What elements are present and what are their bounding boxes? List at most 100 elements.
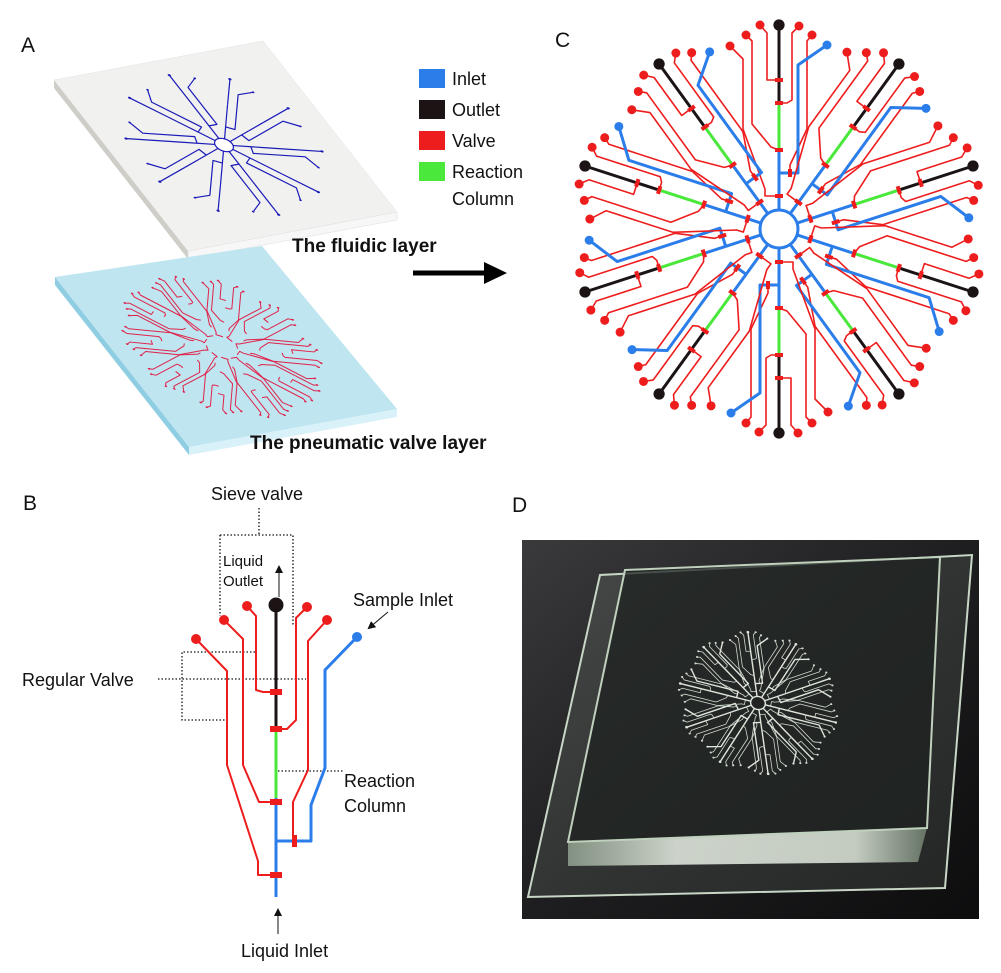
chip-unit — [128, 88, 215, 149]
reaction-column — [724, 668, 736, 682]
inlet-channel — [685, 703, 739, 716]
valve-control-line — [682, 676, 711, 692]
outlet-channel — [153, 168, 190, 182]
valve-port — [147, 367, 151, 370]
valve-control-line — [770, 699, 832, 708]
inlet-channel — [248, 138, 318, 176]
valve-port — [794, 21, 804, 31]
valve-port — [286, 410, 289, 412]
valve-port — [706, 401, 716, 411]
inlet-port — [146, 88, 149, 91]
valve-control-line — [202, 371, 252, 412]
chip-unit — [765, 699, 839, 738]
valve — [807, 214, 814, 224]
inlet-channel — [209, 151, 237, 170]
valve-port — [799, 762, 802, 765]
reaction-column — [752, 659, 754, 675]
valve — [807, 234, 814, 244]
valve-port — [130, 292, 134, 295]
reaction-column — [854, 190, 899, 205]
valve-port — [304, 400, 307, 403]
valve-control-line — [790, 35, 812, 173]
valve-port — [779, 768, 782, 771]
legend-label-inlet: Inlet — [452, 69, 486, 89]
outlet-port — [316, 190, 320, 194]
valve-control-line — [290, 346, 318, 355]
valve — [775, 306, 783, 310]
outlet-port — [794, 642, 798, 646]
valve-control-line — [235, 344, 315, 386]
valve-control-line — [592, 147, 662, 190]
valve-port — [182, 391, 186, 393]
liquid-outlet-label: Liquid — [223, 553, 263, 570]
valve-port — [825, 671, 828, 674]
chip-unit — [233, 141, 320, 202]
valve — [700, 248, 708, 258]
chip-unit — [214, 107, 302, 144]
valve-port — [682, 719, 685, 722]
valve-control-line — [692, 712, 733, 736]
valve-control-line — [766, 708, 820, 745]
chip-unit — [574, 121, 761, 232]
valve-port — [669, 400, 679, 410]
chip-unit — [193, 151, 265, 212]
valve-control-line — [123, 326, 163, 345]
valve-control-line — [757, 747, 769, 774]
valve-channel-pattern — [121, 275, 323, 419]
valve-control-line — [579, 180, 637, 195]
inlet-channel — [703, 715, 751, 747]
reaction-column — [245, 172, 258, 188]
valve-port — [804, 652, 807, 655]
chip-front-edge — [568, 828, 927, 866]
valve-control-line — [819, 53, 868, 165]
valve — [917, 178, 924, 188]
valve-control-line — [732, 712, 764, 765]
inlet-channel — [741, 708, 757, 725]
liquid-outlet-label-2: Outlet — [223, 573, 264, 590]
valve-port — [125, 308, 129, 310]
reaction-column-label: Reaction — [344, 771, 415, 791]
valve-control-line — [762, 730, 780, 770]
central-chamber — [750, 696, 766, 710]
chip-unit — [124, 121, 215, 158]
valve-port — [734, 635, 737, 638]
outlet-port — [128, 96, 132, 100]
inlet-channel — [203, 118, 219, 139]
inlet-port — [721, 641, 724, 644]
valve — [755, 251, 765, 260]
reaction-column — [713, 712, 731, 718]
valve-port — [817, 748, 821, 751]
valve — [656, 263, 663, 273]
valve-control-line — [760, 25, 779, 80]
inlet-port — [299, 199, 302, 202]
inlet-channel — [733, 244, 768, 293]
valve-port — [921, 343, 931, 353]
reaction-column — [262, 144, 285, 152]
outlet-port — [579, 160, 591, 172]
valve — [744, 214, 751, 224]
valve-control-line — [591, 275, 641, 310]
chip-unit — [726, 248, 833, 439]
chip-unit — [752, 639, 810, 698]
valve-port — [239, 410, 243, 413]
valve-control-line — [788, 737, 807, 763]
outlet-port — [167, 74, 171, 77]
outlet-port — [228, 78, 232, 81]
inlet-port — [627, 345, 637, 355]
valve — [700, 200, 708, 210]
valve-control-line — [638, 91, 732, 167]
valve — [793, 251, 803, 260]
valve-control-line — [752, 641, 784, 694]
valve-port — [909, 378, 919, 388]
valve-control-line — [814, 713, 837, 719]
valve-control-line — [810, 226, 968, 248]
outlet-channel — [685, 718, 715, 727]
valve-port — [695, 655, 699, 658]
valve-control-line — [147, 364, 185, 376]
fluidic-layer-slab — [53, 40, 398, 260]
valve-port — [819, 668, 822, 671]
legend-swatch-reaction — [419, 162, 445, 181]
valve-control-line — [844, 331, 883, 405]
inlet-channel — [212, 119, 240, 138]
reaction-column — [854, 253, 899, 268]
